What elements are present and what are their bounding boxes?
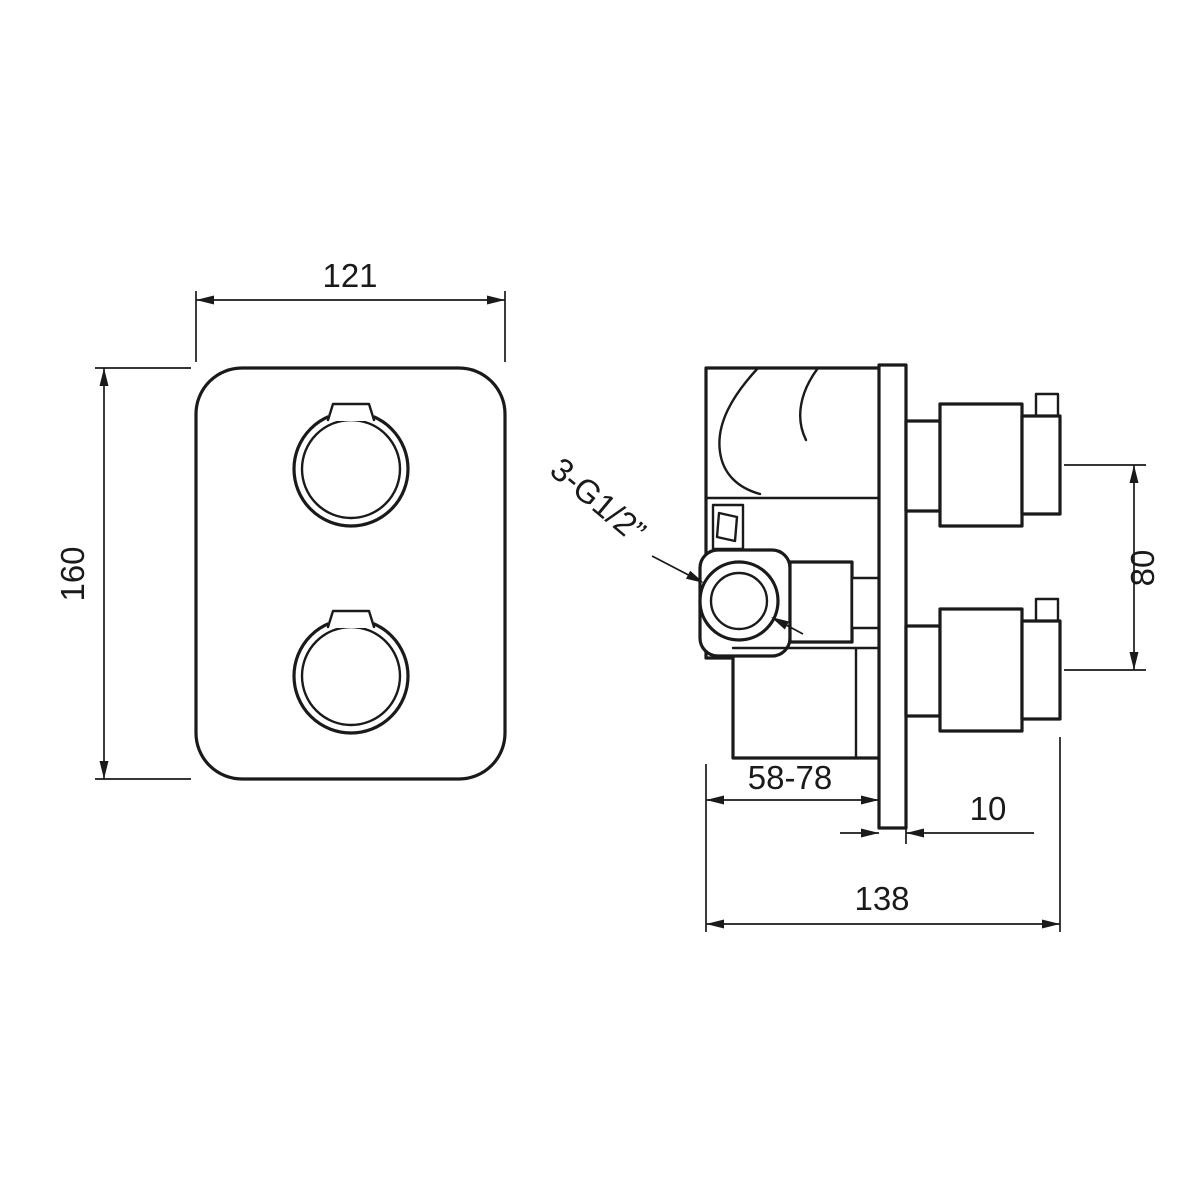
wall-plate: [877, 363, 908, 830]
front-view: [194, 366, 507, 781]
side-view: [698, 363, 1062, 830]
thread-label: 3-G1/2”: [544, 450, 653, 550]
dim-plate-thickness: 10: [840, 790, 1034, 844]
top-knob: [292, 402, 410, 528]
casting-contour-1: [718, 366, 762, 496]
dim-port-spacing: 80: [1064, 464, 1161, 671]
dim-total-depth: 138: [706, 737, 1061, 932]
dim-height-label: 160: [54, 546, 91, 601]
top-knob-notch: [326, 402, 376, 422]
inlet-port-inner: [709, 571, 769, 631]
bottom-knob-notch-mask: [328, 609, 374, 628]
cartridge-block: [788, 560, 854, 644]
faceplate: [194, 366, 507, 781]
top-pipe-end: [1020, 414, 1062, 516]
dim-plate-thickness-label: 10: [970, 790, 1007, 827]
upper-port-slot: [715, 511, 739, 543]
top-knob-notch-mask: [328, 402, 374, 421]
dim-depth-range: 58-78: [705, 759, 879, 932]
cartridge-neck: [850, 576, 881, 630]
dim-width: 121: [195, 257, 506, 362]
dim-height: 160: [54, 367, 191, 780]
top-pipe-tab: [1034, 392, 1060, 418]
bottom-pipe: [904, 597, 1062, 733]
bottom-knob-notch: [326, 609, 376, 629]
bottom-pipe-tab: [1034, 597, 1060, 623]
bottom-pipe-body: [938, 607, 1024, 733]
dim-depth-range-label: 58-78: [748, 759, 832, 796]
bottom-pipe-end: [1020, 619, 1062, 721]
top-pipe: [904, 392, 1062, 528]
dim-total-depth-label: 138: [854, 880, 909, 917]
top-pipe-body: [938, 402, 1024, 528]
dim-width-label: 121: [322, 257, 377, 294]
bottom-pipe-neck: [904, 624, 942, 718]
bottom-knob: [292, 609, 410, 735]
casting-contour-2: [799, 366, 820, 442]
dim-port-spacing-label: 80: [1124, 550, 1161, 587]
top-pipe-neck: [904, 419, 942, 513]
